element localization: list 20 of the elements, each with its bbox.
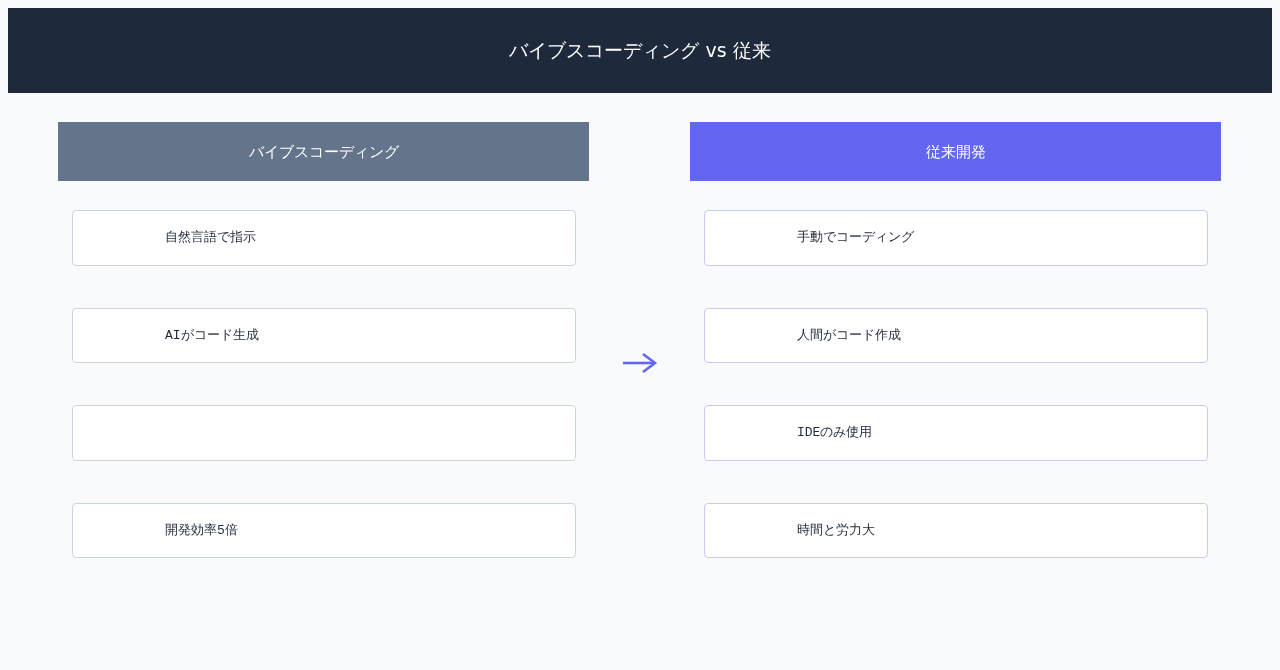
item-card xyxy=(704,308,1208,363)
item-text: 手動でコーディング xyxy=(797,229,914,247)
item-card xyxy=(72,503,576,558)
item-card xyxy=(704,503,1208,558)
item-text: 開発効率5倍 xyxy=(165,521,238,540)
item-card xyxy=(72,308,576,363)
item-card xyxy=(72,405,576,461)
item-card xyxy=(704,405,1208,461)
item-text: 自然言語で指示 xyxy=(165,229,256,247)
item-text: AIがコード生成 xyxy=(165,326,259,345)
item-card xyxy=(72,210,576,266)
diagram-title: バイブスコーディング vs 従来 xyxy=(509,39,771,61)
item-text: 時間と労力大 xyxy=(797,521,875,540)
column-heading: バイブスコーディング xyxy=(248,141,399,162)
item-text: 人間がコード作成 xyxy=(797,326,901,345)
item-text: IDEのみ使用 xyxy=(797,424,873,442)
column-header xyxy=(58,122,589,181)
column-header xyxy=(690,122,1221,181)
item-card xyxy=(704,210,1208,266)
column-heading: 従来開発 xyxy=(925,141,986,162)
